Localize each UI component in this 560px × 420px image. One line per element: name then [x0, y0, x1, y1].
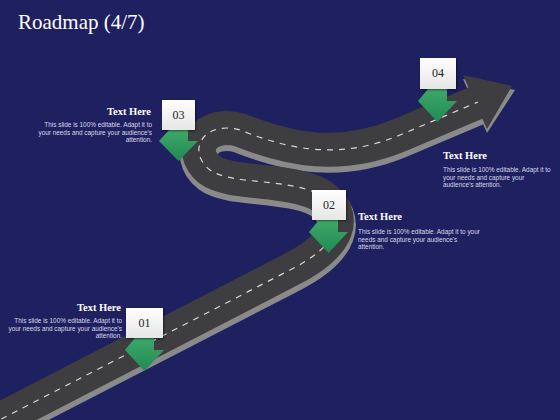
text-body: This slide is 100% editable. Adapt it to… — [443, 166, 555, 189]
road — [0, 75, 515, 420]
milestone-marker: 01 — [126, 308, 163, 338]
text-heading: Text Here — [77, 302, 121, 313]
milestone-number: 02 — [323, 198, 335, 213]
text-body: This slide is 100% editable. Adapt it to… — [358, 228, 480, 251]
milestone-marker: 04 — [420, 58, 456, 89]
milestone-marker: 02 — [312, 190, 346, 220]
milestone-marker: 03 — [162, 100, 195, 130]
text-heading: Text Here — [107, 106, 151, 117]
text-body: This slide is 100% editable. Adapt it to… — [34, 121, 152, 144]
text-heading: Text Here — [358, 211, 402, 222]
slide-title: Roadmap (4/7) — [18, 10, 145, 35]
milestone-number: 03 — [173, 108, 185, 123]
text-body: This slide is 100% editable. Adapt it to… — [4, 317, 122, 340]
milestone-number: 04 — [432, 66, 444, 81]
text-heading: Text Here — [443, 150, 487, 161]
milestone-number: 01 — [139, 316, 151, 331]
